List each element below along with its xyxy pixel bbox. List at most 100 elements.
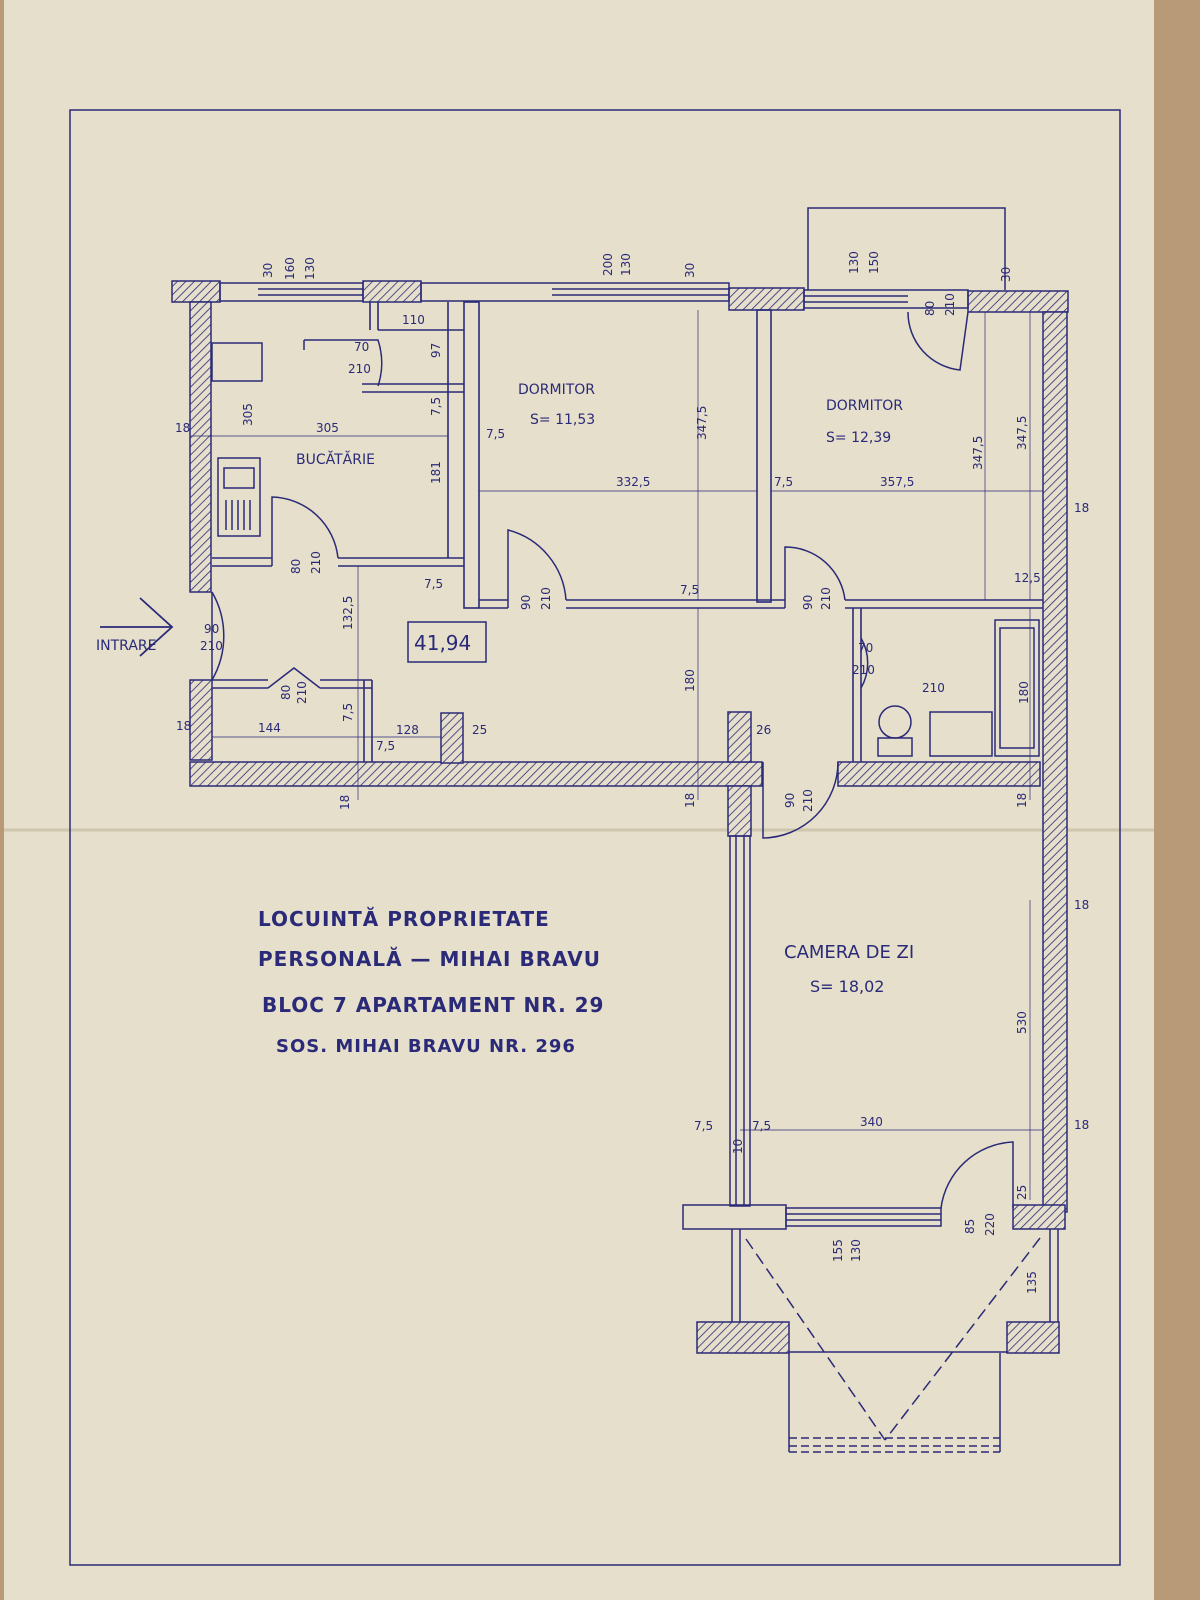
dim-text: 25 [472, 723, 487, 737]
dim-text: 70 [354, 340, 369, 354]
dim-text: 30 [999, 267, 1013, 282]
title-block: LOCUINTĂ PROPRIETATE PERSONALĂ — MIHAI B… [258, 907, 604, 1057]
dim-text: 210 [801, 789, 815, 812]
total-area: 41,94 [414, 631, 471, 655]
dim-text: 210 [200, 639, 223, 653]
dim-text: 132,5 [341, 596, 355, 630]
exterior-walls [171, 280, 1069, 1354]
entrance-label: INTRARE [96, 638, 156, 654]
dim-text: 7,5 [694, 1119, 713, 1133]
dim-text: 7,5 [486, 427, 505, 441]
dim-text: 25 [1015, 1185, 1029, 1200]
dim-text: 210 [309, 551, 323, 574]
fixtures [211, 342, 1040, 757]
dim-text: 340 [860, 1115, 883, 1129]
living-label: CAMERA DE ZI [784, 942, 914, 963]
dim-text: 18 [1074, 898, 1089, 912]
dim-text: 150 [867, 251, 881, 274]
dim-text: 210 [539, 587, 553, 610]
dim-text: 18 [683, 793, 697, 808]
dimension-lines [190, 310, 1043, 1200]
dim-text: 135 [1025, 1271, 1039, 1294]
dim-text: 18 [1074, 1118, 1089, 1132]
dim-text: 130 [303, 257, 317, 280]
dim-text: 85 [963, 1219, 977, 1234]
dim-text: 7,5 [680, 583, 699, 597]
dim-text: 90 [204, 622, 219, 636]
dim-text: 210 [943, 293, 957, 316]
fridge [211, 342, 263, 382]
bedroom2-label: DORMITOR [826, 398, 903, 414]
dim-text: 18 [1074, 501, 1089, 515]
title-line-4: SOS. MIHAI BRAVU NR. 296 [276, 1036, 576, 1057]
dim-text: 130 [847, 251, 861, 274]
dim-text: 110 [402, 313, 425, 327]
dim-text: 155 [831, 1239, 845, 1262]
kitchen-label: BUCĂTĂRIE [296, 450, 375, 468]
paper-sheet [4, 0, 1154, 1600]
title-line-2: PERSONALĂ — MIHAI BRAVU [258, 947, 601, 971]
dim-text: 347,5 [1015, 416, 1029, 450]
dim-text: 220 [983, 1213, 997, 1236]
bedroom1-label: DORMITOR [518, 382, 595, 398]
vertical-dimension-texts: 30 160 130 200 130 30 130 150 30 80 210 … [241, 251, 1039, 1294]
dim-text: 530 [1015, 1011, 1029, 1034]
title-line-1: LOCUINTĂ PROPRIETATE [258, 907, 550, 931]
dim-text: 80 [289, 559, 303, 574]
dim-text: 18 [176, 719, 191, 733]
dim-text: 18 [338, 795, 352, 810]
dim-text: 7,5 [424, 577, 443, 591]
dim-text: 200 [601, 253, 615, 276]
interior-partitions [212, 301, 1043, 762]
dim-text: 210 [819, 587, 833, 610]
dim-text: 144 [258, 721, 281, 735]
dim-text: 18 [1015, 793, 1029, 808]
dim-text: 210 [922, 681, 945, 695]
bathtub [994, 619, 1040, 757]
bedroom1-area: S= 11,53 [530, 412, 595, 428]
doors [211, 311, 1041, 1441]
title-line-3: BLOC 7 APARTAMENT NR. 29 [262, 993, 604, 1017]
dim-text: 70 [858, 641, 873, 655]
dim-text: 12,5 [1014, 571, 1041, 585]
dim-text: 210 [295, 681, 309, 704]
dim-text: 332,5 [616, 475, 650, 489]
dim-text: 180 [683, 669, 697, 692]
drawing-frame [69, 109, 1121, 1566]
dim-text: 347,5 [971, 436, 985, 470]
dim-text: 80 [279, 685, 293, 700]
dim-text: 7,5 [429, 397, 443, 416]
dim-text: 30 [261, 263, 275, 278]
total-area-box [407, 621, 487, 663]
dim-text: 181 [429, 461, 443, 484]
dim-text: 90 [783, 793, 797, 808]
dim-text: 7,5 [341, 703, 355, 722]
dim-text: 210 [852, 663, 875, 677]
dim-text: 7,5 [774, 475, 793, 489]
dim-text: 10 [731, 1139, 745, 1154]
dim-text: 18 [175, 421, 190, 435]
dim-text: 80 [923, 301, 937, 316]
entrance-arrow [100, 597, 174, 657]
dim-text: 130 [619, 253, 633, 276]
dim-text: 128 [396, 723, 419, 737]
window-frames [211, 207, 1059, 1453]
dim-text: 97 [429, 343, 443, 358]
dim-text: 90 [519, 595, 533, 610]
dim-text: 305 [241, 403, 255, 426]
washbasin [929, 711, 993, 757]
bedroom2-area: S= 12,39 [826, 430, 891, 446]
dim-text: 90 [801, 595, 815, 610]
dim-text: 30 [683, 263, 697, 278]
dim-text: 160 [283, 257, 297, 280]
dimension-texts: 110 70 210 305 18 7,5 332,5 7,5 357,5 18… [175, 313, 1089, 1133]
dim-text: 130 [849, 1239, 863, 1262]
stove [217, 457, 261, 537]
dim-text: 7,5 [752, 1119, 771, 1133]
living-area: S= 18,02 [810, 977, 884, 996]
dim-text: 357,5 [880, 475, 914, 489]
dim-text: 305 [316, 421, 339, 435]
dim-text: 26 [756, 723, 771, 737]
dim-text: 347,5 [695, 406, 709, 440]
